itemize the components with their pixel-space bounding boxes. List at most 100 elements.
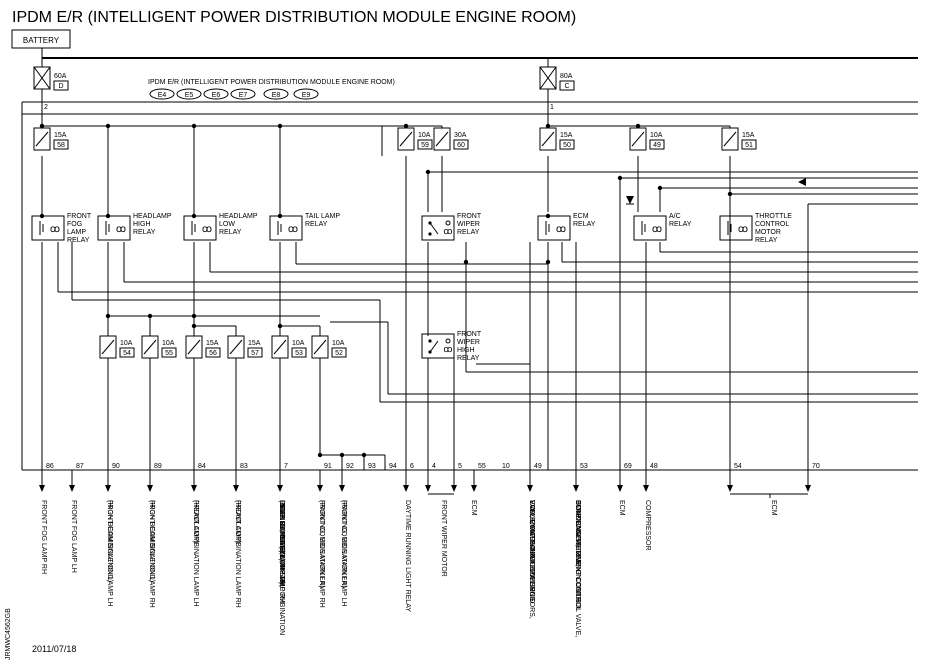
fusible-link-id: C bbox=[564, 83, 569, 90]
relay-label: FRONT bbox=[457, 213, 482, 220]
output-line: CONDENSER, IGNITION COILS bbox=[574, 500, 581, 603]
output-arrow bbox=[403, 485, 409, 492]
output-arrow bbox=[317, 485, 323, 492]
relay-label: MOTOR bbox=[755, 229, 781, 236]
output-line: FRONT COMBINATION LAMP RH bbox=[148, 500, 155, 608]
output-arrow bbox=[573, 485, 579, 492]
fuse-element bbox=[143, 339, 157, 355]
output-line: LICENSE PLATE LAMP RH bbox=[278, 500, 285, 587]
relay-coil: ꝏ bbox=[443, 344, 452, 354]
fuse-number-box bbox=[161, 347, 177, 358]
output-line: (HIGH BEAM SOLENOID) bbox=[106, 500, 113, 582]
output-line: FRONT COMBINATION LAMP LH bbox=[106, 500, 113, 607]
output-label: FRONT WIPER MOTOR bbox=[440, 500, 447, 577]
output-arrow bbox=[191, 485, 197, 492]
relay-label: HEADLAMP bbox=[133, 213, 172, 220]
relay-body bbox=[269, 215, 303, 241]
output-label: FRONT COMBINATION LAMP LH(HEADLAMP) bbox=[192, 500, 199, 607]
relay-coil: ꝏ bbox=[443, 226, 452, 236]
output-line: ECM, EVAP CANISTER PURGE bbox=[528, 500, 535, 602]
connector-outline bbox=[176, 88, 202, 100]
terminal-pin: 69 bbox=[617, 463, 632, 492]
output-label: FRONT COMBINATION LAMP RH(HEADLAMP) bbox=[234, 500, 241, 608]
output-label: EVAP CANISTER VENT CONTROL VALVE,INTAKE … bbox=[574, 500, 581, 637]
terminal-pin: 86 bbox=[39, 463, 54, 492]
terminal-number: 10 bbox=[502, 463, 510, 470]
output-line: (SIDE MARKER), bbox=[278, 500, 285, 555]
fuse-amps: 30A bbox=[454, 132, 467, 139]
terminal-pin: 4 bbox=[425, 463, 436, 492]
relay-label: ECM bbox=[573, 213, 589, 220]
terminal-pin: 83 bbox=[233, 463, 248, 492]
fuse-element bbox=[399, 131, 413, 147]
fuse-number: 51 bbox=[745, 142, 753, 149]
output-line: FRONT COMBINATION LAMP RH bbox=[234, 500, 241, 608]
fuse-amps: 10A bbox=[332, 340, 345, 347]
relay-label: RELAY bbox=[305, 221, 328, 228]
fuse-number-box bbox=[649, 139, 665, 150]
output-label: COMPRESSOR bbox=[644, 500, 651, 551]
fuse-element bbox=[313, 339, 327, 355]
module-label: IPDM E/R (INTELLIGENT POWER DISTRIBUTION… bbox=[148, 79, 395, 86]
diagram-title: IPDM E/R (INTELLIGENT POWER DISTRIBUTION… bbox=[12, 9, 576, 26]
relay-label: LAMP bbox=[67, 229, 86, 236]
connector-label: E4 bbox=[158, 92, 167, 99]
output-line: VVEL CONTROL MODULE bbox=[528, 500, 535, 586]
relay-coil: ꝏ bbox=[202, 224, 212, 235]
fuse-number-box bbox=[119, 347, 135, 358]
terminal-pin: 89 bbox=[147, 463, 162, 492]
terminal-pin: 93 bbox=[368, 463, 376, 470]
output-arrow bbox=[451, 485, 457, 492]
relay-coil: ꝏ bbox=[50, 224, 60, 235]
relay-body bbox=[633, 215, 667, 241]
fuse-amps: 10A bbox=[292, 340, 305, 347]
output-line: FRONT WIPER MOTOR bbox=[440, 500, 447, 577]
fuse-amps: 15A bbox=[248, 340, 261, 347]
connector-tag: E4 bbox=[149, 88, 175, 100]
output-label: FRONT COMBINATION LAMP RH(HIGH BEAM SOLE… bbox=[148, 500, 155, 608]
fuse-element bbox=[541, 131, 555, 147]
connector-outline bbox=[263, 88, 289, 100]
battery-box bbox=[11, 29, 71, 49]
output-label: FRONT FOG LAMP LH bbox=[70, 500, 77, 573]
fuse-element bbox=[35, 131, 49, 147]
fusible-link-cross bbox=[539, 66, 557, 90]
terminal-pin: 10 bbox=[502, 463, 510, 470]
fuse-amps: 15A bbox=[742, 132, 755, 139]
fuse-number-box bbox=[205, 347, 221, 358]
fuse-number-box bbox=[331, 347, 347, 358]
fusible-link-amps: 60A bbox=[54, 73, 67, 80]
output-line: VALVE, MASS AIR FLOW SENSORS, bbox=[528, 500, 535, 619]
relay-coil-terminal bbox=[445, 220, 451, 226]
output-line: (PARKING, SIDE MARKER) bbox=[318, 500, 325, 588]
fusible-link-id-box bbox=[559, 80, 575, 91]
relay-label: RELAY bbox=[219, 229, 242, 236]
relay-label: THROTTLE bbox=[755, 213, 792, 220]
output-label: FRONT COMBINATION LAMP LH(HIGH BEAM SOLE… bbox=[106, 500, 113, 607]
terminal-pin: 94 bbox=[389, 463, 397, 470]
terminal-number: 69 bbox=[624, 463, 632, 470]
output-line: ECM bbox=[770, 500, 777, 516]
output-arrow bbox=[425, 485, 431, 492]
output-arrow bbox=[339, 485, 345, 492]
output-arrow bbox=[147, 485, 153, 492]
fuse-number-box bbox=[53, 139, 69, 150]
output-line: VOLUME CONTROL SOLENOID bbox=[528, 500, 535, 604]
output-label: ECM bbox=[770, 500, 777, 516]
output-arrow bbox=[69, 485, 75, 492]
output-line: (HEADLAMP) bbox=[234, 500, 241, 543]
terminal-pin: 90 bbox=[105, 463, 120, 492]
relay-coil: ꝏ bbox=[738, 224, 748, 235]
connector-outline bbox=[149, 88, 175, 100]
internal-wiring bbox=[41, 125, 918, 470]
relay-coil: ꝏ bbox=[288, 224, 298, 235]
